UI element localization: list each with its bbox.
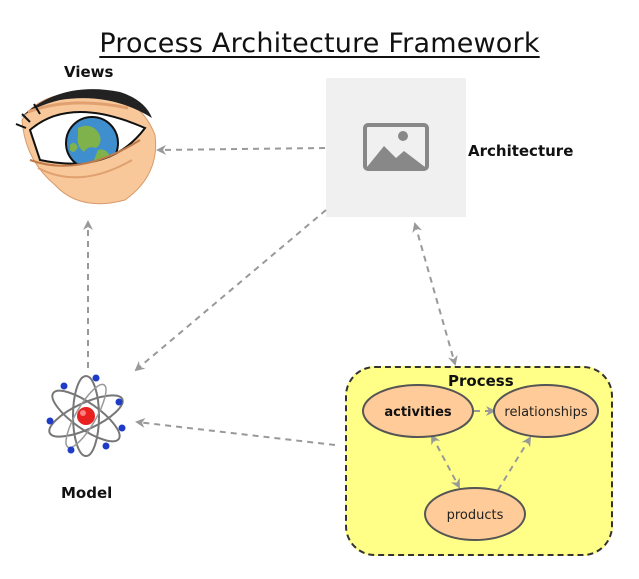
architecture-label: Architecture: [468, 142, 574, 160]
arrow-process-to-model: [135, 417, 336, 446]
products-label: products: [447, 508, 504, 523]
process-label: Process: [448, 372, 514, 390]
ellipse-activities: activities: [362, 384, 474, 438]
diagram-title: Process Architecture Framework: [99, 28, 540, 59]
architecture-image-placeholder: [326, 78, 466, 217]
model-label: Model: [61, 484, 113, 502]
arrow-architecture-to-model: [134, 209, 327, 372]
arrow-architecture-to-views: [156, 144, 326, 155]
eye-globe-icon: [15, 89, 157, 205]
activities-label: activities: [384, 405, 452, 420]
atom-icon: [46, 374, 126, 457]
arrow-architecture-process: [412, 222, 458, 366]
arrow-products-to-relationships: [497, 436, 532, 491]
image-placeholder-icon: [363, 123, 429, 171]
arrow-activities-products: [431, 434, 460, 489]
ellipse-relationships: relationships: [493, 384, 599, 438]
relationships-label: relationships: [504, 405, 587, 420]
views-label: Views: [64, 63, 114, 81]
ellipse-products: products: [424, 487, 526, 541]
